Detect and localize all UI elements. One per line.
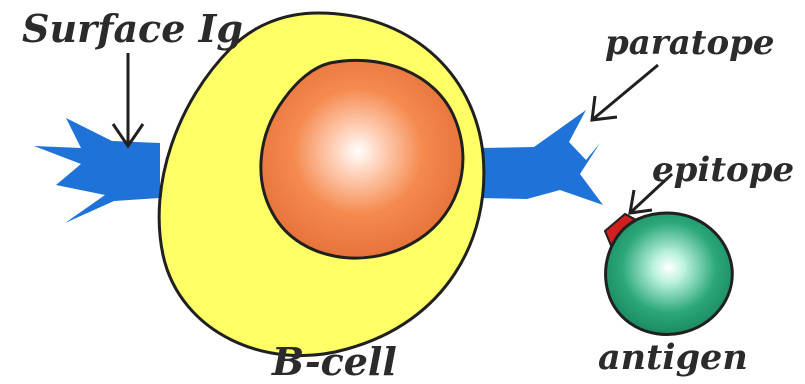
surface-ig-left-antibody — [34, 118, 160, 223]
right-antibody-shape — [480, 110, 603, 205]
left-antibody-shape — [34, 118, 160, 223]
paratope-arrow-shaft — [592, 65, 658, 120]
antigen-particle — [606, 213, 733, 335]
paratope-label: paratope — [605, 26, 775, 60]
surface-ig-arrow — [113, 53, 143, 146]
b-cell-nucleus — [261, 60, 463, 258]
paratope-arrow — [592, 65, 658, 120]
epitope-label: epitope — [652, 153, 794, 187]
surface-ig-label: Surface Ig — [22, 10, 243, 48]
b-cell-label: B-cell — [272, 343, 397, 381]
surface-ig-right-antibody — [480, 110, 603, 205]
antigen-label: antigen — [598, 340, 748, 375]
